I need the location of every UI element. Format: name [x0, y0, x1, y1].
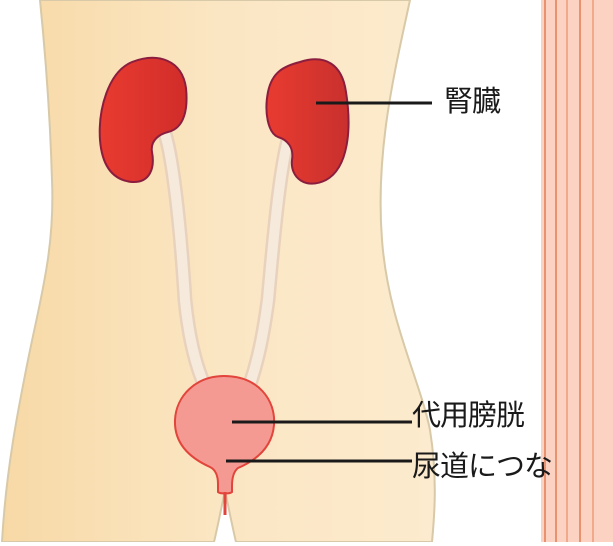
neobladder-label: 代用膀胱: [412, 401, 524, 430]
kidney-label: 腎臓: [444, 87, 500, 116]
urethra-label: 尿道につな: [412, 452, 552, 481]
